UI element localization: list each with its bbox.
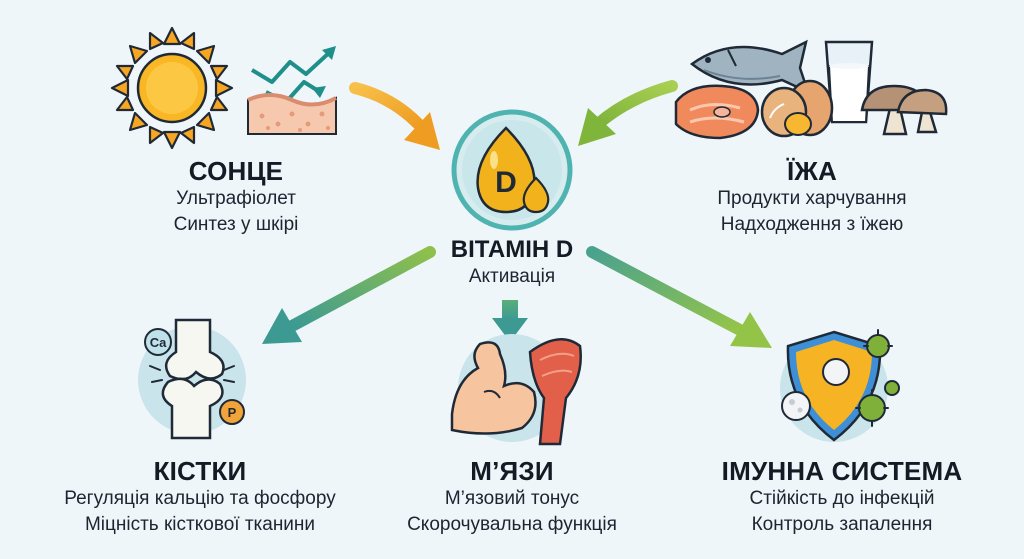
fish-icon: [689, 39, 811, 95]
bones-line2: Міцність кісткової тканини: [84, 514, 316, 535]
salmon-steak-icon: [674, 84, 760, 140]
vitamin-drop-icon: [476, 126, 550, 214]
muscles-line2: Скорочувальна функція: [407, 514, 617, 535]
badge-letter: D: [495, 166, 517, 199]
immune-line2: Контроль запалення: [751, 514, 933, 535]
white-blood-cell-icon: [781, 358, 850, 421]
eggs-icon: [760, 79, 834, 138]
phosphorus-label: P: [228, 405, 237, 420]
vitamin-subtitle: Активація: [468, 266, 556, 287]
arrow-food-to-vitamin: [578, 80, 678, 146]
arrow-vitamin-to-muscles: [492, 300, 528, 342]
sun-title: СОНЦЕ: [188, 156, 284, 186]
mushrooms-icon: [860, 84, 948, 136]
food-title: ЇЖА: [786, 156, 838, 186]
arrow-sun-to-vitamin: [349, 82, 440, 150]
food-line2: Надходження з їжею: [720, 214, 904, 235]
calcium-label: Ca: [150, 335, 167, 350]
vitamin-title: ВІТАМІН D: [450, 236, 574, 263]
immune-line1: Стійкість до інфекцій: [749, 488, 935, 509]
phosphorus-badge-icon: P: [219, 399, 245, 425]
muscles-line1: М’язовий тонус: [444, 488, 580, 509]
milk-glass-icon: [824, 40, 874, 124]
calcium-badge-icon: Ca: [144, 328, 172, 356]
sun-line2: Синтез у шкірі: [173, 214, 299, 235]
arrow-vitamin-to-bones: [262, 246, 436, 344]
sun-line1: Ультрафіолет: [176, 188, 296, 209]
immune-title: ІМУННА СИСТЕМА: [721, 456, 963, 486]
muscles-title: М’ЯЗИ: [470, 456, 554, 486]
arrow-vitamin-to-immune: [586, 246, 772, 348]
bones-title: КІСТКИ: [153, 456, 247, 486]
food-line1: Продукти харчування: [717, 188, 907, 209]
bones-line1: Регуляція кальцію та фосфору: [64, 488, 336, 509]
